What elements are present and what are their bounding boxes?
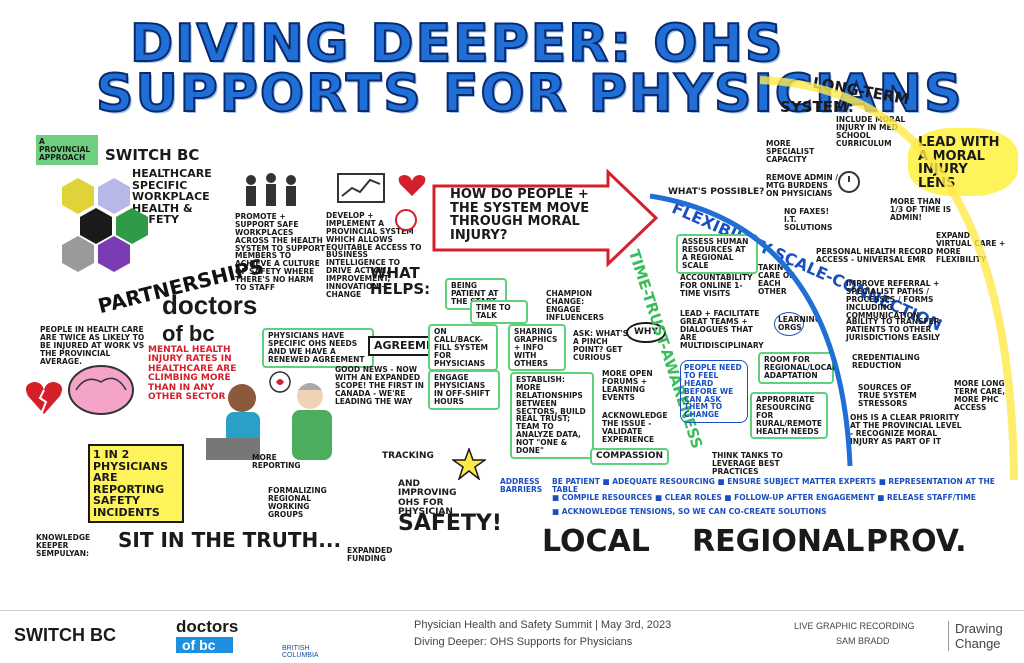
system-label: SYSTEM:: [780, 98, 854, 116]
appropriate-note: APPROPRIATE RESOURCING FOR RURAL/REMOTE …: [750, 392, 828, 440]
on-call-note: ON CALL/BACK-FILL SYSTEM FOR PHYSICIANS: [428, 324, 498, 372]
footer-event: Physician Health and Safety Summit | May…: [414, 619, 672, 631]
tracking-note: TRACKING: [382, 451, 434, 461]
what-helps-label: WHAT HELPS:: [370, 264, 431, 298]
sit-in-truth: SIT in the TRUTH...: [118, 528, 342, 552]
broken-heart-icon: [26, 382, 62, 414]
physicians-have-note: PHYSICIANS HAVE SPECIFIC OHS NEEDS AND W…: [262, 328, 374, 368]
brain-icon: [68, 365, 134, 415]
switch-bc-heading: SWITCH BC: [105, 146, 200, 164]
hc-specific-text: HEALTHCARE SPECIFIC WORKPLACE HEALTH & S…: [132, 167, 212, 227]
of-bc-word: of bc: [162, 321, 215, 346]
doctors-word: doctors: [162, 290, 258, 320]
establish-note: ESTABLISH: MORE RELATIONSHIPS BETWEEN SE…: [510, 372, 594, 459]
champion-note: CHAMPION CHANGE: ENGAGE INFLUENCERS: [546, 289, 604, 322]
more-specialist-note: MORE SPECIALIST CAPACITY: [766, 139, 815, 164]
lead-facilitate-note: LEAD + FACILITATE GREAT TEAMS + DIALOGUE…: [680, 309, 764, 350]
personal-health-note: PERSONAL HEALTH RECORD ACCESS - UNIVERSA…: [816, 247, 934, 264]
improve-referral-note: IMPROVE REFERRAL + SPECIALIST PATHS / PR…: [846, 279, 940, 320]
one-in-two-note: 1 in 2 PHYSICIANS ARE REPORTING SAFETY I…: [88, 444, 184, 524]
ask-pinch-note: ASK: WHAT'S A PINCH POINT? GET CURIOUS: [573, 329, 629, 362]
scale-prov: PROV.: [866, 524, 967, 559]
team-people-icon: [246, 173, 296, 206]
improving-note: AND IMPROVING OHS FOR PHYSICIAN: [398, 479, 457, 518]
remove-admin-note: REMOVE ADMIN / MTG BURDENS ON PHYSICIANS: [766, 173, 838, 198]
good-news-note: GOOD NEWS - NOW WITH AN EXPANDED SCOPE! …: [335, 365, 424, 406]
heart-people-icon: [395, 175, 426, 231]
mental-health-note: MENTAL HEALTH INJURY RATES IN HEALTHCARE…: [148, 345, 237, 403]
alarm-clock-icon: [838, 171, 860, 193]
learning-orgs-bubble: LEARNING ORGS: [774, 312, 821, 336]
room-regional-note: ROOM FOR REGIONAL/LOCAL ADAPTATION: [758, 352, 837, 384]
doctors-of-bc-logo: doctors of bc: [162, 290, 257, 347]
safety-label: SAFETY!: [398, 511, 502, 536]
knowledge-keeper: KNOWLEDGE KEEPER SEMPULYAN:: [36, 533, 91, 558]
footer-artist: SAM BRADD: [836, 636, 890, 646]
expanded-funding-note: EXPANDED FUNDING: [347, 546, 393, 563]
footer-of-bc: of bc: [176, 637, 234, 653]
sources-note: SOURCES OF TRUE SYSTEM STRESSORS: [858, 383, 917, 408]
compassion-note: COMPASSION: [590, 448, 670, 466]
title-line-1: DIVING DEEPER: OHS: [129, 13, 785, 75]
ability-transfer-note: ABILITY TO TRANSFER PATIENTS TO OTHER JU…: [846, 317, 941, 342]
scale-local: LOCAL: [542, 524, 650, 559]
chart-monitor-icon: [337, 173, 385, 203]
credentialing-note: CREDENTIALING REDUCTION: [852, 353, 920, 370]
physicians-illustration: [206, 371, 332, 460]
no-faxes-note: NO FAXES! I.T. SOLUTIONS: [784, 207, 833, 232]
promote-note: PROMOTE + SUPPORT SAFE WORKPLACES ACROSS…: [235, 212, 326, 292]
question-text: HOW DO PEOPLE + THE SYSTEM MOVE THROUGH …: [450, 187, 590, 243]
barriers-label: ADDRESS BARRIERS: [500, 477, 543, 494]
barriers-line-2: ■ COMPILE RESOURCES ■ CLEAR ROLES ■ FOLL…: [552, 493, 976, 502]
time-to-talk-note: TIME TO TALK: [470, 300, 528, 324]
yellow-arc: [759, 76, 1018, 481]
taking-care-note: TAKING CARE OF EACH OTHER: [758, 263, 795, 296]
star-icon: [452, 448, 486, 480]
barriers-line-1: BE PATIENT ■ ADEQUATE RESOURCING ■ ENSUR…: [552, 477, 995, 494]
think-tanks-note: THINK TANKS TO LEVERAGE BEST PRACTICES: [712, 451, 783, 476]
include-moral-note: INCLUDE MORAL INJURY IN MED SCHOOL CURRI…: [836, 115, 906, 148]
footer-doctors: doctors: [176, 617, 239, 636]
open-forums-note: MORE OPEN FORUMS + LEARNING EVENTS: [602, 369, 653, 402]
title-line-2: SUPPORTS FOR PHYSICIANS: [95, 63, 964, 125]
sharing-note: SHARING GRAPHICS + INFO WITH OTHERS: [508, 324, 566, 372]
flexibility-arc: [649, 193, 853, 467]
switch-hexagon-logo: [62, 178, 148, 272]
expand-virtual-note: EXPAND VIRTUAL CARE + MORE FLEXIBILITY: [936, 231, 1006, 264]
whats-possible-label: WHAT'S POSSIBLE?: [668, 187, 765, 197]
acknowledge-note: ACKNOWLEDGE THE ISSUE - validate experie…: [602, 411, 668, 444]
long-term-care-note: MORE LONG TERM CARE, MORE PHC ACCESS: [954, 379, 1006, 412]
question-arrow: [432, 168, 659, 268]
people-twice-note: PEOPLE IN HEALTH CARE ARE TWICE AS LIKEL…: [40, 325, 145, 366]
why-bubble: WHY: [626, 322, 666, 344]
footer-live: LIVE GRAPHIC RECORDING: [794, 621, 915, 631]
footer-session: Diving Deeper: OHS Supports for Physicia…: [414, 636, 633, 648]
formalizing-note: FORMALIZING REGIONAL WORKING GROUPS: [268, 486, 327, 519]
develop-note: DEVELOP + IMPLEMENT A PROVINCIAL SYSTEM …: [326, 211, 422, 299]
people-heard-note: PEOPLE NEED TO FEEL HEARD before we can …: [680, 360, 748, 424]
footer-brand: Drawing Change: [948, 621, 1008, 651]
more-than-note: MORE THAN 1/3 OF TIME IS ADMIN!: [890, 197, 952, 222]
footer-bc-logo: BRITISH COLUMBIA: [282, 645, 319, 659]
assess-note: ASSESS HUMAN RESOURCES AT A REGIONAL SCA…: [676, 234, 758, 274]
approach-tag: A PROVINCIAL APPROACH: [36, 135, 98, 165]
approach-tag-text: A PROVINCIAL APPROACH: [39, 137, 91, 162]
accountability-note: ACCOUNTABILITY FOR ONLINE 1-TIME VISITS: [680, 273, 753, 298]
engage-physicians-note: ENGAGE PHYSICIANS IN OFF-SHIFT HOURS: [428, 370, 500, 410]
footer-switch-bc: SWITCH BC: [14, 625, 116, 645]
ohs-clear-note: OHS IS A CLEAR PRIORITY AT THE PROVINCIA…: [850, 413, 962, 446]
barriers-line-3: ■ ACKNOWLEDGE TENSIONS, SO WE CAN CO-CRE…: [552, 507, 827, 516]
scale-regional: REGIONAL: [692, 524, 865, 559]
footer: SWITCH BC doctors of bc BRITISH COLUMBIA…: [0, 610, 1024, 663]
more-reporting-note: MORE REPORTING: [252, 453, 301, 470]
